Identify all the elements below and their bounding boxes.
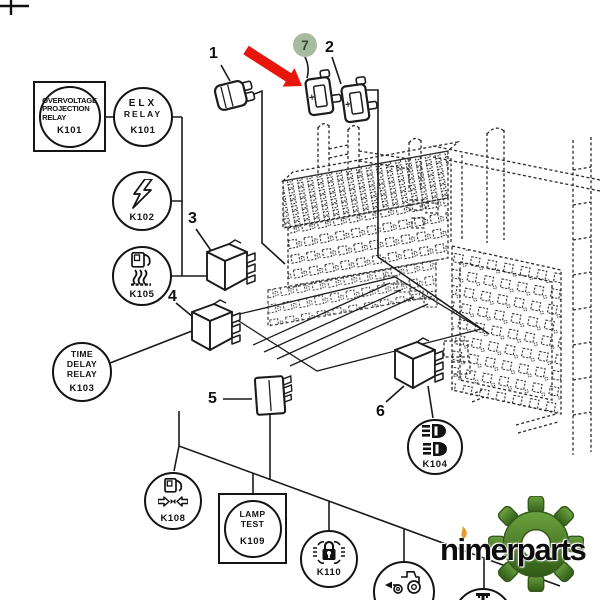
callout-number-5: 5 [208,390,217,407]
console-phantom-drawing [267,123,600,455]
callout-number-3: 3 [188,210,197,227]
relay-part-4 [191,299,241,351]
fuse-part-2 [338,74,380,124]
k101-line2: PROJECTION [42,104,90,114]
k102-code: K102 [129,212,155,223]
fuel-pump-glow-plug-icon [131,252,151,286]
k110-relay-circle: K110 [300,530,358,588]
floor-connector-blocks [383,275,438,308]
elx-line1: ELX [128,98,158,110]
elx-relay-circle: ELX RELAY K101 [113,87,173,147]
k108-code: K108 [160,513,186,524]
k105-code: K105 [129,289,155,300]
k103-relay-circle: TIME DELAY RELAY K103 [52,342,112,402]
elx-code: K101 [130,124,156,136]
callout-number-2: 2 [325,39,334,56]
k103-code: K103 [69,382,95,394]
tractor-function-circle [373,561,435,600]
k103-line2: DELAY [66,359,98,370]
k105-relay-circle: K105 [112,246,172,306]
highlighted-callout-7: 7 [293,33,317,57]
k109-line2: TEST [240,518,265,529]
callout-number-4: 4 [168,288,177,305]
k109-line1: LAMP [239,508,266,519]
ignition-lock-icon [313,540,345,564]
lamp-test-box: LAMP TEST K109 [218,493,287,564]
watermark-logo: nimerparts [436,496,600,600]
k104-code: K104 [422,459,448,470]
k108-relay-circle: K108 [144,472,202,530]
lightning-bolt-icon [132,179,153,209]
tractor-icon [385,571,421,594]
k101-line1: OVERVOLTAGE [42,95,97,105]
k101-code: K101 [56,125,83,137]
k110-code: K110 [316,567,342,578]
callout-number-6: 6 [376,403,385,420]
fuse-part-7 [302,67,344,117]
k109-code: K109 [239,536,266,548]
frame-corner [0,0,29,15]
highlight-arrow [243,45,302,87]
overvoltage-relay-box: OVERVOLTAGE PROJECTION RELAY K101 [33,81,106,152]
k101-line3: RELAY [42,112,67,122]
headlight-beams-icon [422,424,447,456]
flasher-part-5 [253,375,293,416]
fuel-shutoff-valve-icon [158,478,188,507]
k104-relay-circle: K104 [407,419,463,475]
k103-line1: TIME [70,349,94,360]
k102-relay-circle: K102 [112,171,172,231]
connector-lines [104,56,561,588]
callout-number-1: 1 [209,45,218,62]
t-connector-icon [476,593,490,600]
relay-part-3 [206,239,256,291]
blade-fuse-part-1 [213,80,256,111]
flame-accent-icon [461,526,467,538]
gear-icon [488,496,584,592]
k103-line3: RELAY [66,368,98,379]
relay-part-6 [394,337,444,389]
elx-line2: RELAY [123,108,163,119]
